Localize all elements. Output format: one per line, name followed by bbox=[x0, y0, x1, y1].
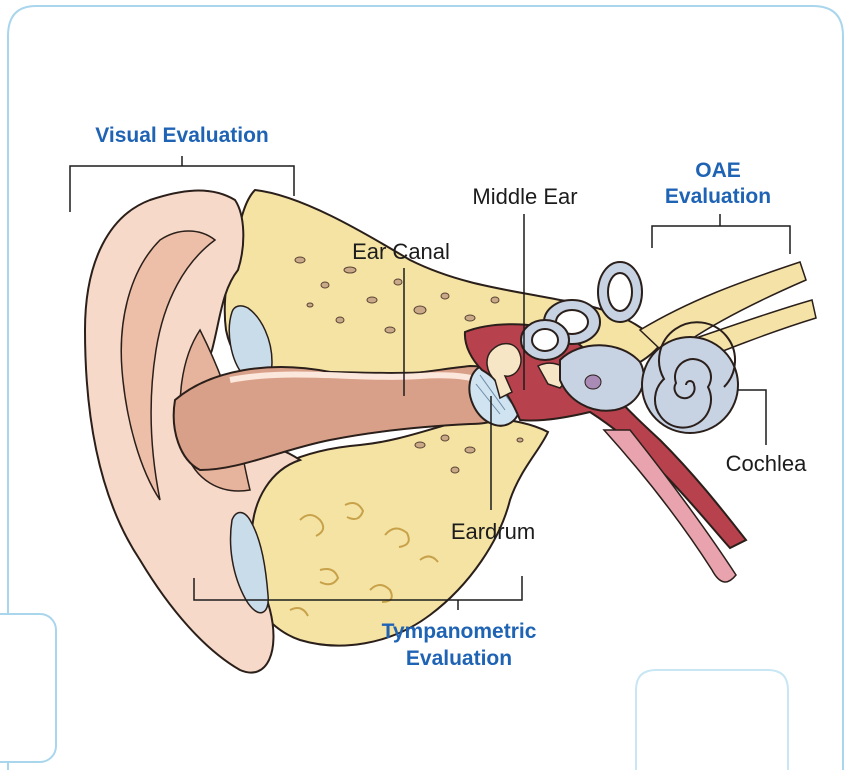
cochlea-label: Cochlea bbox=[726, 451, 807, 476]
visual-evaluation-label: Visual Evaluation bbox=[95, 124, 269, 147]
oae-label-line2: Evaluation bbox=[665, 185, 771, 208]
frame-tab-left bbox=[0, 614, 56, 762]
oval-window bbox=[585, 375, 601, 389]
oae-label-line1: OAE bbox=[695, 159, 741, 182]
middle-ear-label: Middle Ear bbox=[472, 184, 577, 209]
frame-tab-right bbox=[636, 670, 788, 770]
eardrum-label: Eardrum bbox=[451, 519, 535, 544]
tympanometric-label-line1: Tympanometric bbox=[382, 620, 537, 643]
tympanometric-label-line2: Evaluation bbox=[406, 647, 512, 670]
ear-canal-label: Ear Canal bbox=[352, 239, 450, 264]
